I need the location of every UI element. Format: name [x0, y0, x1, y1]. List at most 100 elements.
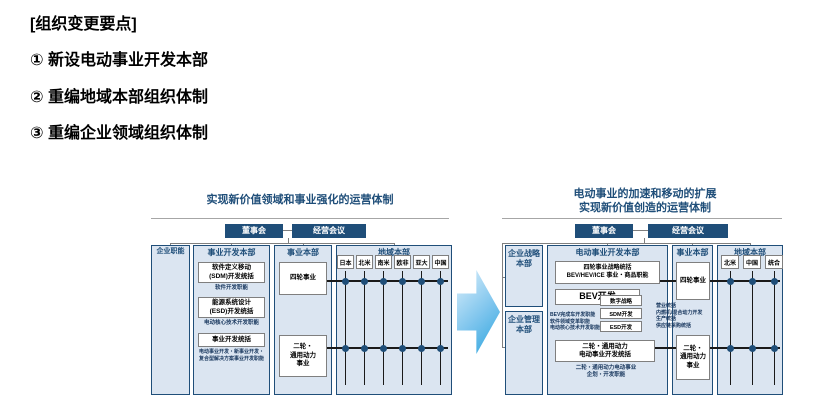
matrix-dot [417, 344, 425, 352]
right-panel-evdev-header: 电动事业开发本部 [575, 248, 640, 257]
connector [394, 243, 395, 246]
transition-arrow-icon [457, 270, 500, 354]
region-label: 中国 [432, 255, 449, 269]
region-label: 南米 [375, 255, 392, 269]
matrix-rowline-1 [658, 280, 780, 282]
left-exec-box: 经营会议 [292, 224, 366, 238]
left-panel-corporate: 企业职能 [151, 245, 190, 395]
matrix-rowline-2 [327, 347, 448, 349]
matrix-dot [726, 344, 734, 352]
matrix-dot [341, 277, 349, 285]
matrix-dot [770, 277, 778, 285]
right-board-box: 董事会 [575, 224, 633, 238]
moto-ev-dev-caption: 二轮・通用动力电动事业 企划・开发职能 [575, 365, 637, 379]
matrix-rowline-2 [653, 347, 780, 349]
left-motorcycle-power-box: 二轮・ 通用动力 事业 [279, 335, 327, 377]
region-label: 日本 [337, 255, 354, 269]
right-four-wheel-caption: 营业统括 内燃机/混合动力开发 生产统括 供应链采购统括 [656, 303, 703, 329]
matrix-dot [436, 344, 444, 352]
esd-dev-tag: ESD开发 [600, 321, 642, 332]
connector [633, 230, 648, 231]
esd-dev-box: 能源系统设计 (ESD)开发统括 [198, 297, 265, 318]
connector [750, 243, 751, 246]
matrix-dot [748, 344, 756, 352]
bev-dev-caption: BEV完成车开发职能 软件领域变革职能 电动核心技术开发职能 [550, 312, 601, 331]
matrix-vline [751, 271, 753, 385]
matrix-vline [439, 271, 441, 385]
connector [170, 243, 171, 246]
left-org-diagram: 实现新价值领域和事业强化的运营体制 董事会 经营会议 企业职能 事业开发本部 事… [145, 192, 455, 404]
digital-strategy-tag: 数字战略 [600, 295, 642, 306]
left-title-rule [151, 218, 449, 219]
matrix-vline [344, 271, 346, 385]
connector [288, 238, 289, 244]
matrix-dot [748, 277, 756, 285]
notes-heading: [组织变更要点] [30, 16, 137, 33]
matrix-vline [729, 271, 731, 385]
left-panel-bizdev-header: 事业开发本部 [207, 248, 256, 257]
matrix-vline [420, 271, 422, 385]
matrix-rowline-1 [327, 280, 448, 282]
matrix-dot [726, 277, 734, 285]
right-diagram-title: 电动事业的加速和移动的扩展 实现新价值创造的运营体制 [573, 188, 717, 214]
left-panel-region-header: 地域本部 [378, 248, 410, 257]
matrix-vline [382, 271, 384, 385]
matrix-dot [379, 277, 387, 285]
region-label: 中国 [743, 255, 761, 269]
connector [170, 243, 395, 244]
right-panel-region-header: 地域本部 [734, 248, 766, 257]
matrix-dot [341, 344, 349, 352]
note-item-2: ② 重编地域本部组织体制 [30, 89, 208, 106]
sdm-dev-tag: SDM开发 [600, 308, 642, 319]
matrix-vline [401, 271, 403, 385]
connector [502, 277, 505, 278]
matrix-vline [773, 271, 775, 385]
matrix-dot [360, 344, 368, 352]
region-label: 亚大 [413, 255, 430, 269]
connector [692, 243, 693, 246]
matrix-dot [770, 344, 778, 352]
connector [502, 347, 505, 348]
note-item-1: ① 新设电动事业开发本部 [30, 52, 208, 69]
corp-admin-hq-box: 企业管理 本部 [505, 311, 543, 395]
connector [303, 243, 304, 246]
right-motorcycle-power-box: 二轮・ 通用动力 事业 [676, 335, 710, 380]
matrix-dot [360, 277, 368, 285]
corp-strategy-hq-box: 企业战略 本部 [505, 245, 543, 307]
moto-ev-dev-box: 二轮・通用动力 电动事业开发统括 [555, 340, 655, 362]
right-panel-region: 地域本部 [717, 245, 783, 395]
esd-dev-caption: 电动核心技术开发职能 [203, 320, 259, 326]
region-label: 北米 [721, 255, 739, 269]
matrix-dot [436, 277, 444, 285]
bizdev-box: 事业开发统括 [198, 333, 265, 347]
region-label: 统合 [765, 255, 783, 269]
matrix-dot [417, 277, 425, 285]
left-board-box: 董事会 [225, 224, 283, 238]
matrix-dot [398, 277, 406, 285]
sdm-dev-caption: 软件开发职能 [214, 285, 248, 291]
bizdev-caption: 电动事业开发・新事业开发・ 复合型解决方案事业开发职能 [198, 349, 264, 362]
right-exec-box: 经营会议 [648, 224, 728, 238]
sdm-dev-box: 软件定义移动 (SDM)开发统括 [198, 262, 265, 283]
left-panel-corporate-header: 企业职能 [156, 248, 185, 255]
left-diagram-title: 实现新价值领域和事业强化的运营体制 [206, 194, 394, 206]
connector [283, 230, 292, 231]
matrix-vline [363, 271, 365, 385]
left-panel-region: 地域本部 [336, 245, 452, 395]
right-panel-biz-header: 事业本部 [676, 248, 709, 257]
note-item-3: ③ 重编企业领域组织体制 [30, 125, 208, 142]
left-four-wheel-box: 四轮事业 [279, 262, 327, 295]
right-title-rule [502, 218, 782, 219]
matrix-dot [398, 344, 406, 352]
left-panel-biz-header: 事业本部 [287, 248, 319, 257]
region-label: 欧非 [394, 255, 411, 269]
connector [231, 243, 232, 246]
right-four-wheel-box: 四轮事业 [676, 262, 710, 300]
connector [502, 243, 503, 348]
connector [607, 243, 608, 246]
connector [644, 238, 645, 243]
right-org-diagram: 电动事业的加速和移动的扩展 实现新价值创造的运营体制 董事会 经营会议 企业战略… [500, 188, 820, 404]
region-label: 北米 [356, 255, 373, 269]
matrix-dot [379, 344, 387, 352]
connector [502, 243, 750, 244]
